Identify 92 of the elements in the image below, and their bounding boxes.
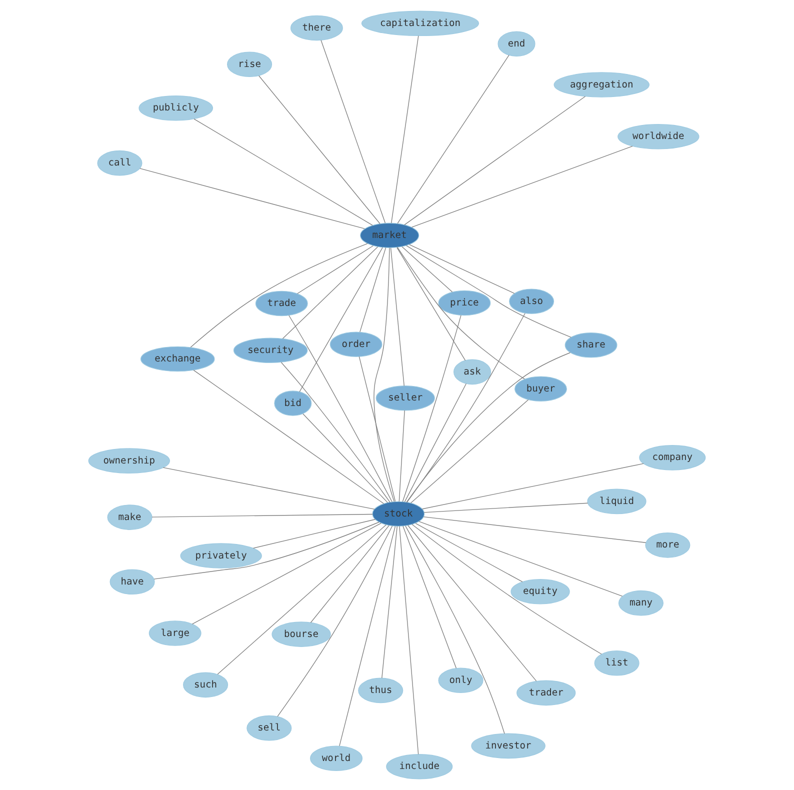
connector — [411, 146, 633, 228]
connector — [397, 247, 525, 380]
node-ellipse: call — [97, 150, 142, 176]
connector — [412, 524, 602, 654]
connector — [406, 313, 526, 503]
node-ellipse: share — [564, 332, 618, 358]
connector — [406, 245, 572, 338]
connector — [282, 246, 378, 339]
connector — [217, 524, 386, 675]
connector — [320, 40, 386, 224]
connector — [424, 502, 588, 513]
node-ellipse: large — [148, 620, 202, 646]
connector — [190, 243, 368, 348]
connector — [192, 522, 382, 624]
connector — [399, 526, 419, 755]
connector — [397, 54, 510, 224]
connector — [415, 522, 523, 582]
connector — [402, 526, 457, 668]
node-ellipse: buyer — [514, 376, 567, 402]
connector — [339, 526, 396, 746]
connector — [396, 247, 466, 361]
connector — [194, 118, 373, 226]
node-ellipse: rise — [227, 52, 272, 77]
node-ellipse: include — [386, 754, 453, 780]
connector — [404, 96, 586, 226]
node-ellipse: more — [645, 532, 690, 558]
connector — [310, 525, 390, 623]
node-ellipse: trader — [516, 680, 576, 706]
connector — [358, 356, 396, 502]
node-ellipse: end — [498, 31, 536, 56]
node-ellipse: sell — [246, 715, 292, 741]
connector — [405, 526, 505, 734]
connector — [296, 245, 374, 294]
node-ellipse: exchange — [140, 346, 215, 372]
connector — [302, 414, 388, 504]
node-ellipse: list — [594, 650, 640, 676]
connector — [154, 522, 380, 580]
connector — [288, 315, 392, 502]
connector — [374, 248, 394, 502]
connector — [252, 519, 376, 548]
connector — [193, 370, 384, 504]
node-ellipse: investor — [471, 733, 546, 759]
node-ellipse: thus — [358, 678, 404, 704]
connector — [398, 410, 405, 502]
connector — [280, 362, 390, 503]
connector — [390, 248, 404, 386]
connector — [408, 244, 515, 294]
node-ellipse: ownership — [88, 448, 170, 474]
node-ellipse: equity — [510, 578, 570, 604]
node-ellipse: many — [618, 590, 664, 616]
connector — [391, 35, 419, 224]
node-ellipse: seller — [376, 386, 435, 411]
node-ellipse: only — [438, 668, 484, 694]
node-ellipse: bourse — [272, 622, 331, 647]
connector — [402, 315, 462, 502]
connector — [258, 75, 380, 224]
connector — [402, 246, 453, 292]
node-ellipse: world — [310, 746, 362, 771]
connector — [140, 168, 365, 230]
connector — [406, 352, 571, 503]
node-ellipse: trade — [255, 290, 308, 316]
node-ellipse: bid — [274, 390, 312, 416]
connector — [360, 247, 386, 332]
node-ellipse: make — [107, 504, 152, 530]
connector — [408, 525, 537, 682]
node-ellipse: worldwide — [618, 124, 700, 150]
node-ellipse: privately — [180, 543, 262, 568]
connector — [152, 514, 373, 518]
node-ellipse: there — [290, 15, 343, 41]
connector — [277, 526, 393, 717]
connector — [423, 516, 646, 543]
connector — [422, 463, 644, 510]
connector — [404, 383, 467, 502]
node-ellipse: order — [330, 332, 382, 357]
node-ellipse: stock — [372, 501, 425, 527]
node-ellipse: security — [233, 338, 308, 364]
node-ellipse: aggregation — [554, 72, 650, 98]
connector — [382, 526, 398, 678]
node-ellipse: publicly — [138, 95, 214, 121]
connector — [418, 521, 623, 597]
node-ellipse: liquid — [587, 488, 646, 514]
connector — [410, 399, 529, 504]
node-ellipse: also — [509, 288, 554, 314]
node-ellipse: have — [110, 569, 155, 595]
connector — [162, 467, 375, 510]
node-ellipse: ask — [453, 359, 492, 385]
node-ellipse: capitalization — [361, 10, 480, 36]
node-ellipse: market — [360, 222, 420, 248]
connector — [299, 247, 383, 392]
node-ellipse: such — [183, 672, 228, 698]
node-ellipse: company — [639, 445, 706, 470]
node-ellipse: price — [438, 290, 491, 316]
